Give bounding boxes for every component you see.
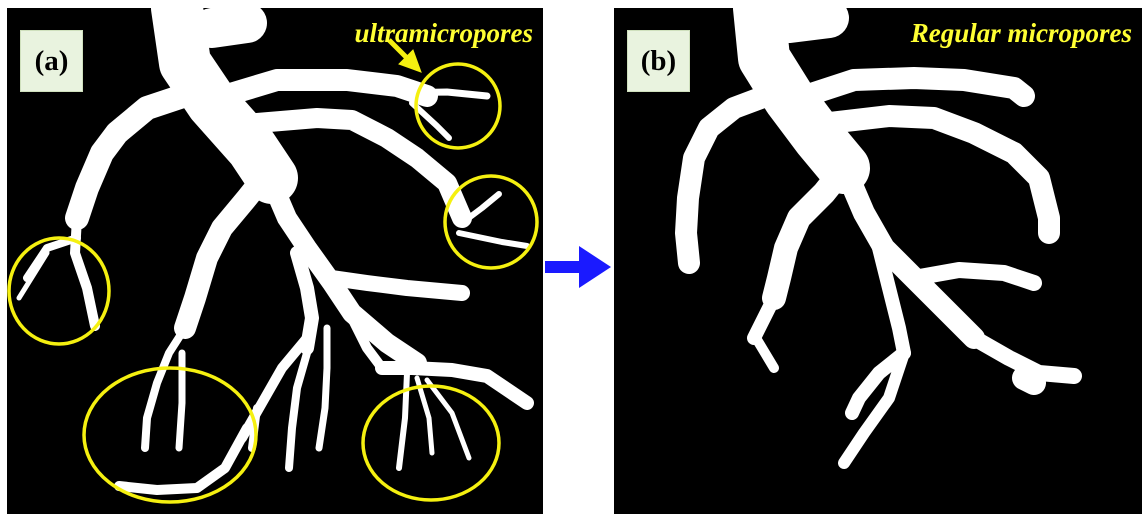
transition-arrow-icon <box>543 244 613 290</box>
pore-network-b <box>614 8 1142 514</box>
panel-b-image: (b) Regular micropores <box>614 8 1142 514</box>
panel-b-label: (b) <box>627 30 690 92</box>
branches-a <box>19 8 527 490</box>
panel-a-label: (a) <box>20 30 83 92</box>
branches-b <box>686 8 1074 463</box>
panel-b-caption: Regular micropores <box>911 18 1132 49</box>
panel-a-caption: ultramicropores <box>354 18 533 49</box>
panel-a-image: (a) ultramicropores <box>7 8 543 514</box>
pore-network-a <box>7 8 543 514</box>
highlight-circle-4 <box>84 368 256 502</box>
